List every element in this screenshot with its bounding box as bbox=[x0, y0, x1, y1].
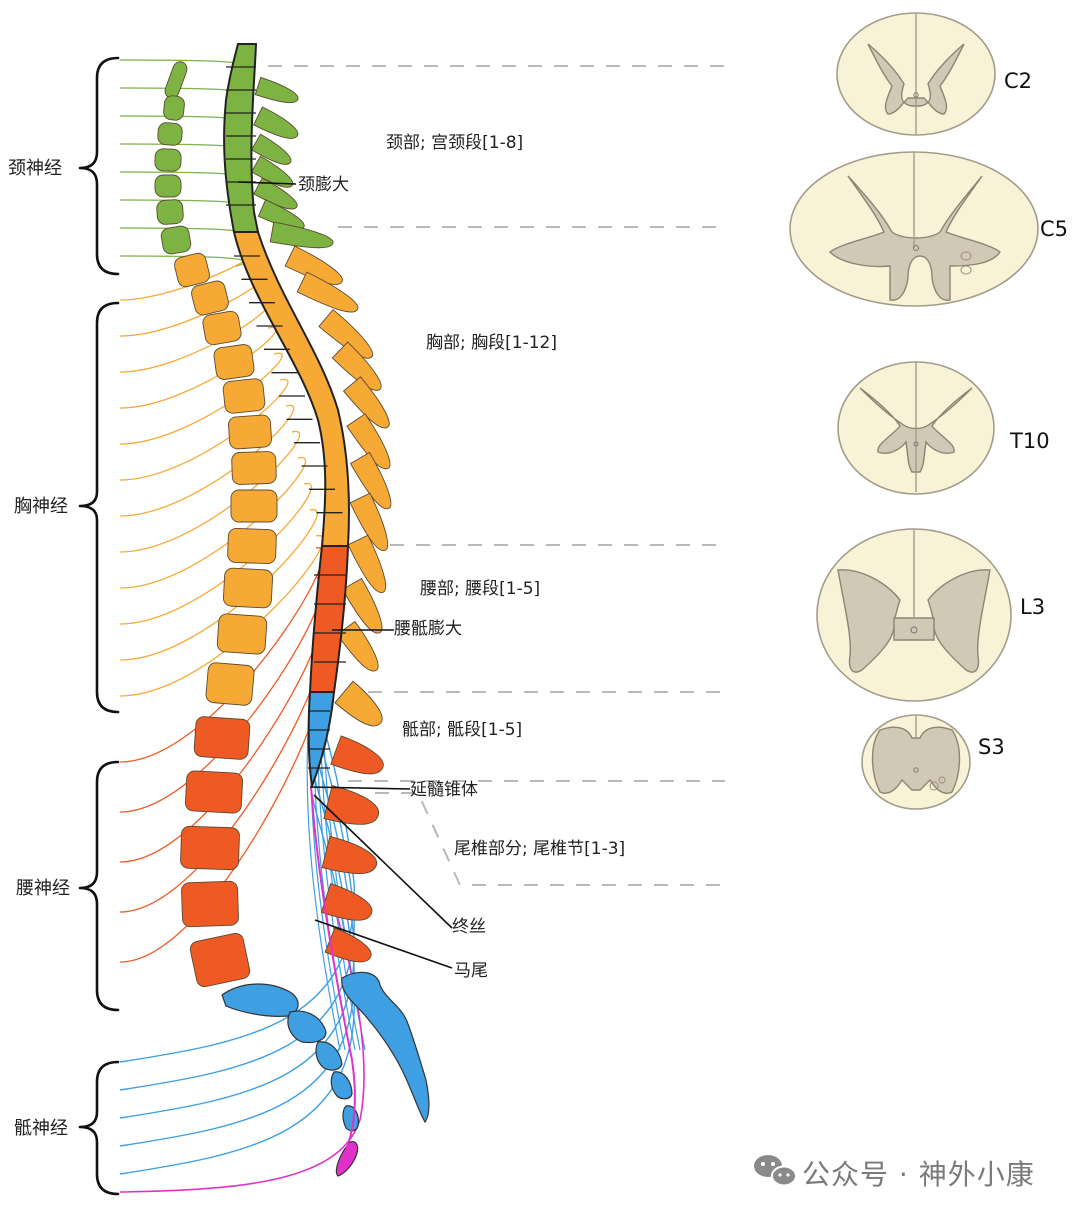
pointer-lines bbox=[237, 181, 453, 969]
cross-section-c2 bbox=[836, 12, 996, 136]
group-label-lumbar: 腰神经 bbox=[16, 878, 70, 899]
vertebral-body-21 bbox=[184, 770, 244, 814]
vertebral-body-24 bbox=[189, 932, 251, 988]
spinous-process-9 bbox=[296, 271, 359, 313]
spinous-process-21 bbox=[323, 784, 379, 825]
cross-section-l3 bbox=[816, 528, 1012, 702]
vertebral-body-9 bbox=[191, 280, 229, 316]
label-cauda-equina: 马尾 bbox=[454, 961, 488, 981]
spinous-process-17 bbox=[341, 577, 383, 634]
label-conus: 延髓锥体 bbox=[410, 780, 478, 800]
spinous-process-22 bbox=[321, 835, 377, 874]
coccyx bbox=[335, 1141, 359, 1177]
vertebral-body-1 bbox=[164, 61, 188, 99]
region-braces bbox=[78, 56, 120, 1196]
spinous-process-3 bbox=[250, 133, 292, 165]
vertebral-body-6 bbox=[156, 199, 184, 225]
vertebral-body-14 bbox=[231, 451, 277, 485]
spinous-process-1 bbox=[254, 76, 299, 104]
vertebral-body-7 bbox=[160, 225, 192, 255]
cross-section-c5 bbox=[789, 151, 1039, 307]
vertebral-body-23 bbox=[181, 880, 239, 928]
vertebral-body-18 bbox=[216, 613, 268, 655]
spinous-process-10 bbox=[318, 308, 374, 359]
spinous-process-15 bbox=[349, 492, 389, 551]
spinous-process-6 bbox=[257, 199, 305, 230]
spinous-process-12 bbox=[342, 376, 390, 429]
section-label-thoracic: 胸部; 胸段[1-12] bbox=[426, 333, 557, 353]
vertebral-body-17 bbox=[222, 567, 274, 609]
section-label-sacral: 骶部; 骶段[1-5] bbox=[402, 720, 522, 740]
lumbar-brace bbox=[78, 760, 120, 1012]
spinous-process-2 bbox=[253, 106, 299, 139]
spinous-process-13 bbox=[346, 413, 391, 470]
spinous-process-18 bbox=[336, 620, 379, 672]
sacral-brace bbox=[78, 1060, 120, 1196]
cross-section-s3 bbox=[861, 714, 971, 810]
level-label-s3: S3 bbox=[978, 735, 1005, 759]
vertebral-body-8 bbox=[174, 252, 210, 288]
watermark: 公众号 · 神外小康 bbox=[754, 1155, 1035, 1191]
label-lumbosacral-enlargement: 腰骶膨大 bbox=[394, 619, 462, 639]
section-label-coccygeal: 尾椎部分; 尾椎节[1-3] bbox=[454, 839, 625, 859]
spinous-process-16 bbox=[347, 534, 387, 593]
vertebral-body-2 bbox=[163, 95, 185, 121]
group-label-sacral: 骶神经 bbox=[14, 1118, 68, 1139]
level-label-c2: C2 bbox=[1004, 69, 1032, 93]
section-label-cervical: 颈部; 宫颈段[1-8] bbox=[386, 133, 523, 153]
vertebral-body-4 bbox=[154, 148, 182, 172]
cross-section-t10 bbox=[837, 361, 995, 495]
label-filum-terminale: 终丝 bbox=[452, 917, 486, 937]
vertebral-column bbox=[154, 61, 392, 988]
spinal-cord bbox=[223, 43, 356, 1151]
level-label-l3: L3 bbox=[1020, 595, 1045, 619]
vertebral-body-22 bbox=[180, 825, 240, 871]
vertebral-body-10 bbox=[202, 310, 242, 346]
coccygeal-nerve bbox=[119, 889, 365, 1193]
vertebral-body-12 bbox=[222, 378, 266, 414]
vertebral-body-15 bbox=[230, 489, 278, 523]
watermark-text: 公众号 · 神外小康 bbox=[802, 1158, 1035, 1191]
spinous-process-24 bbox=[324, 927, 372, 963]
group-label-thoracic: 胸神经 bbox=[14, 496, 68, 517]
group-label-cervical: 颈神经 bbox=[8, 158, 62, 179]
level-label-t10: T10 bbox=[1009, 429, 1050, 453]
nerve-root bbox=[119, 483, 312, 625]
cauda-strand bbox=[306, 699, 341, 1051]
section-label-lumbar: 腰部; 腰段[1-5] bbox=[420, 579, 540, 599]
vertebral-body-20 bbox=[193, 716, 251, 760]
spinous-process-8 bbox=[284, 245, 343, 285]
nerve-root bbox=[119, 430, 301, 553]
vertebral-body-11 bbox=[213, 344, 255, 380]
spinous-process-23 bbox=[320, 883, 373, 921]
cervical-brace bbox=[78, 56, 120, 276]
vertebral-body-16 bbox=[227, 527, 277, 565]
level-label-c5: C5 bbox=[1040, 217, 1068, 241]
spinous-process-14 bbox=[349, 451, 392, 510]
vertebral-body-5 bbox=[154, 174, 182, 198]
sacrum bbox=[221, 971, 430, 1132]
vertebral-body-19 bbox=[205, 662, 255, 706]
spinous-process-11 bbox=[331, 341, 382, 391]
spinous-process-7 bbox=[269, 221, 334, 249]
vertebral-body-13 bbox=[228, 414, 272, 450]
region-separators bbox=[268, 65, 725, 886]
spinous-process-19 bbox=[334, 680, 383, 727]
wechat-icon bbox=[754, 1155, 797, 1187]
label-cervical-enlargement: 颈膨大 bbox=[298, 175, 349, 195]
vertebral-body-3 bbox=[157, 122, 183, 146]
spinous-process-20 bbox=[330, 735, 384, 775]
nerve-root bbox=[119, 457, 307, 589]
thoracic-brace bbox=[78, 301, 120, 714]
